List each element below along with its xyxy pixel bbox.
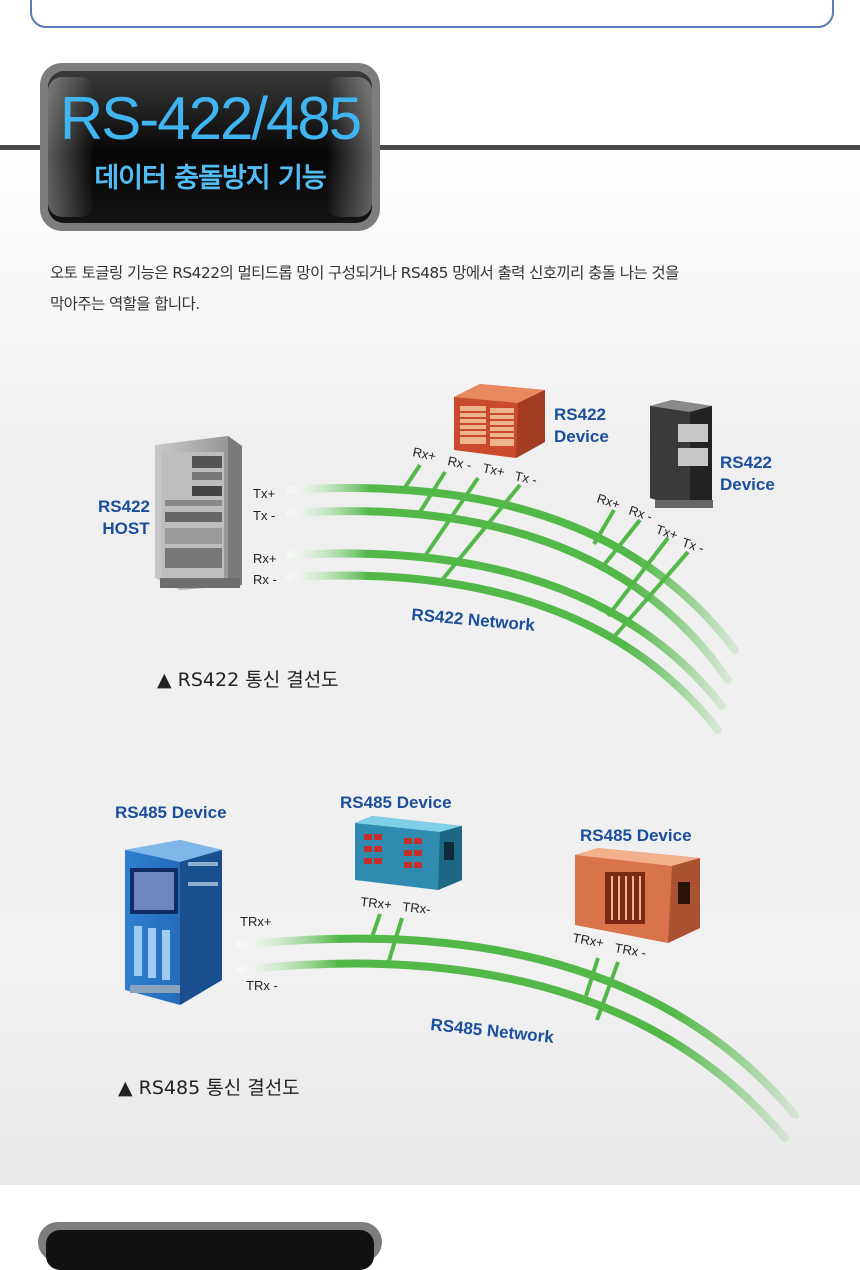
rs422-device1-icon [454, 384, 545, 458]
rs422-host-rx-plus: Rx+ [253, 551, 276, 566]
rs422-network-cables [286, 484, 739, 734]
rs422-d1-rx-minus: Rx - [446, 453, 472, 473]
rs485-device2-icon [355, 816, 462, 890]
rs422-caption: ▲ RS422 통신 결선도 [157, 669, 339, 691]
rs422-network-label: RS422 Network [411, 605, 537, 635]
rs485-d3-trx-plus: TRx+ [571, 930, 605, 950]
rs422-device1-label-1: RS422 [554, 405, 606, 424]
rs422-host-rx-minus: Rx - [253, 572, 277, 587]
rs422-diagram: RS422 HOST Tx+ Tx - Rx+ Rx - RS422 [98, 384, 775, 734]
rs485-diagram: RS485 Device RS485 Device RS485 Device [115, 793, 799, 1142]
rs422-device1-label-2: Device [554, 427, 609, 446]
rs422-device1-drops [400, 463, 522, 582]
rs422-device2-label-1: RS422 [720, 453, 772, 472]
rs485-d2-trx-plus: TRx+ [360, 894, 393, 912]
rs422-host-label-2: HOST [102, 519, 150, 538]
rs485-drops [369, 913, 620, 1021]
rs422-d2-rx-plus: Rx+ [595, 491, 622, 513]
section-divider [0, 145, 860, 150]
rs485-d1-trx-minus: TRx - [246, 978, 278, 993]
rs422-host-label-1: RS422 [98, 497, 150, 516]
rs485-network-cables [236, 934, 799, 1142]
rs422-device2-label-2: Device [720, 475, 775, 494]
rs422-d1-tx-plus: Tx+ [481, 460, 506, 479]
rs485-device3-icon [575, 848, 700, 943]
rs422-host-tx-minus: Tx - [253, 508, 275, 523]
top-panel [30, 0, 834, 28]
rs485-d3-trx-minus: TRx - [613, 940, 647, 960]
rs422-d2-tx-minus: Tx - [680, 535, 706, 556]
rs485-d2-trx-minus: TRx- [402, 899, 432, 917]
section-title: RS-422/485 [59, 85, 362, 152]
rs422-host-icon [155, 436, 242, 590]
rs422-d1-rx-plus: Rx+ [411, 444, 437, 464]
description-line-2: 막아주는 역할을 합니다. [50, 295, 200, 313]
rs485-device2-label: RS485 Device [340, 793, 452, 812]
rs422-device2-drops [592, 508, 690, 640]
rs422-device2-icon [650, 400, 713, 508]
rs485-device1-label: RS485 Device [115, 803, 227, 822]
section-subtitle: 데이터 충돌방지 기능 [94, 163, 326, 194]
rs485-d1-trx-plus: TRx+ [240, 914, 271, 929]
rs422-d2-rx-minus: Rx - [627, 503, 654, 525]
rs422-host-tx-plus: Tx+ [253, 486, 275, 501]
wiring-diagrams: RS422 HOST Tx+ Tx - Rx+ Rx - RS422 [98, 384, 799, 1142]
rs485-device3-label: RS485 Device [580, 826, 692, 845]
rs485-caption: ▲ RS485 통신 결선도 [118, 1077, 300, 1099]
description-line-1: 오토 토글링 기능은 RS422의 멀티드롭 망이 구성되거나 RS485 망에… [50, 264, 679, 282]
section-title-badge: RS-422/485 데이터 충돌방지 기능 [40, 63, 380, 231]
description: 오토 토글링 기능은 RS422의 멀티드롭 망이 구성되거나 RS485 망에… [50, 258, 820, 320]
rs485-device1-icon [125, 840, 222, 1005]
rs422-d2-tx-plus: Tx+ [654, 522, 680, 543]
rs422-d1-tx-minus: Tx - [513, 468, 538, 487]
next-section-badge [38, 1222, 382, 1270]
rs485-network-label: RS485 Network [430, 1015, 556, 1047]
